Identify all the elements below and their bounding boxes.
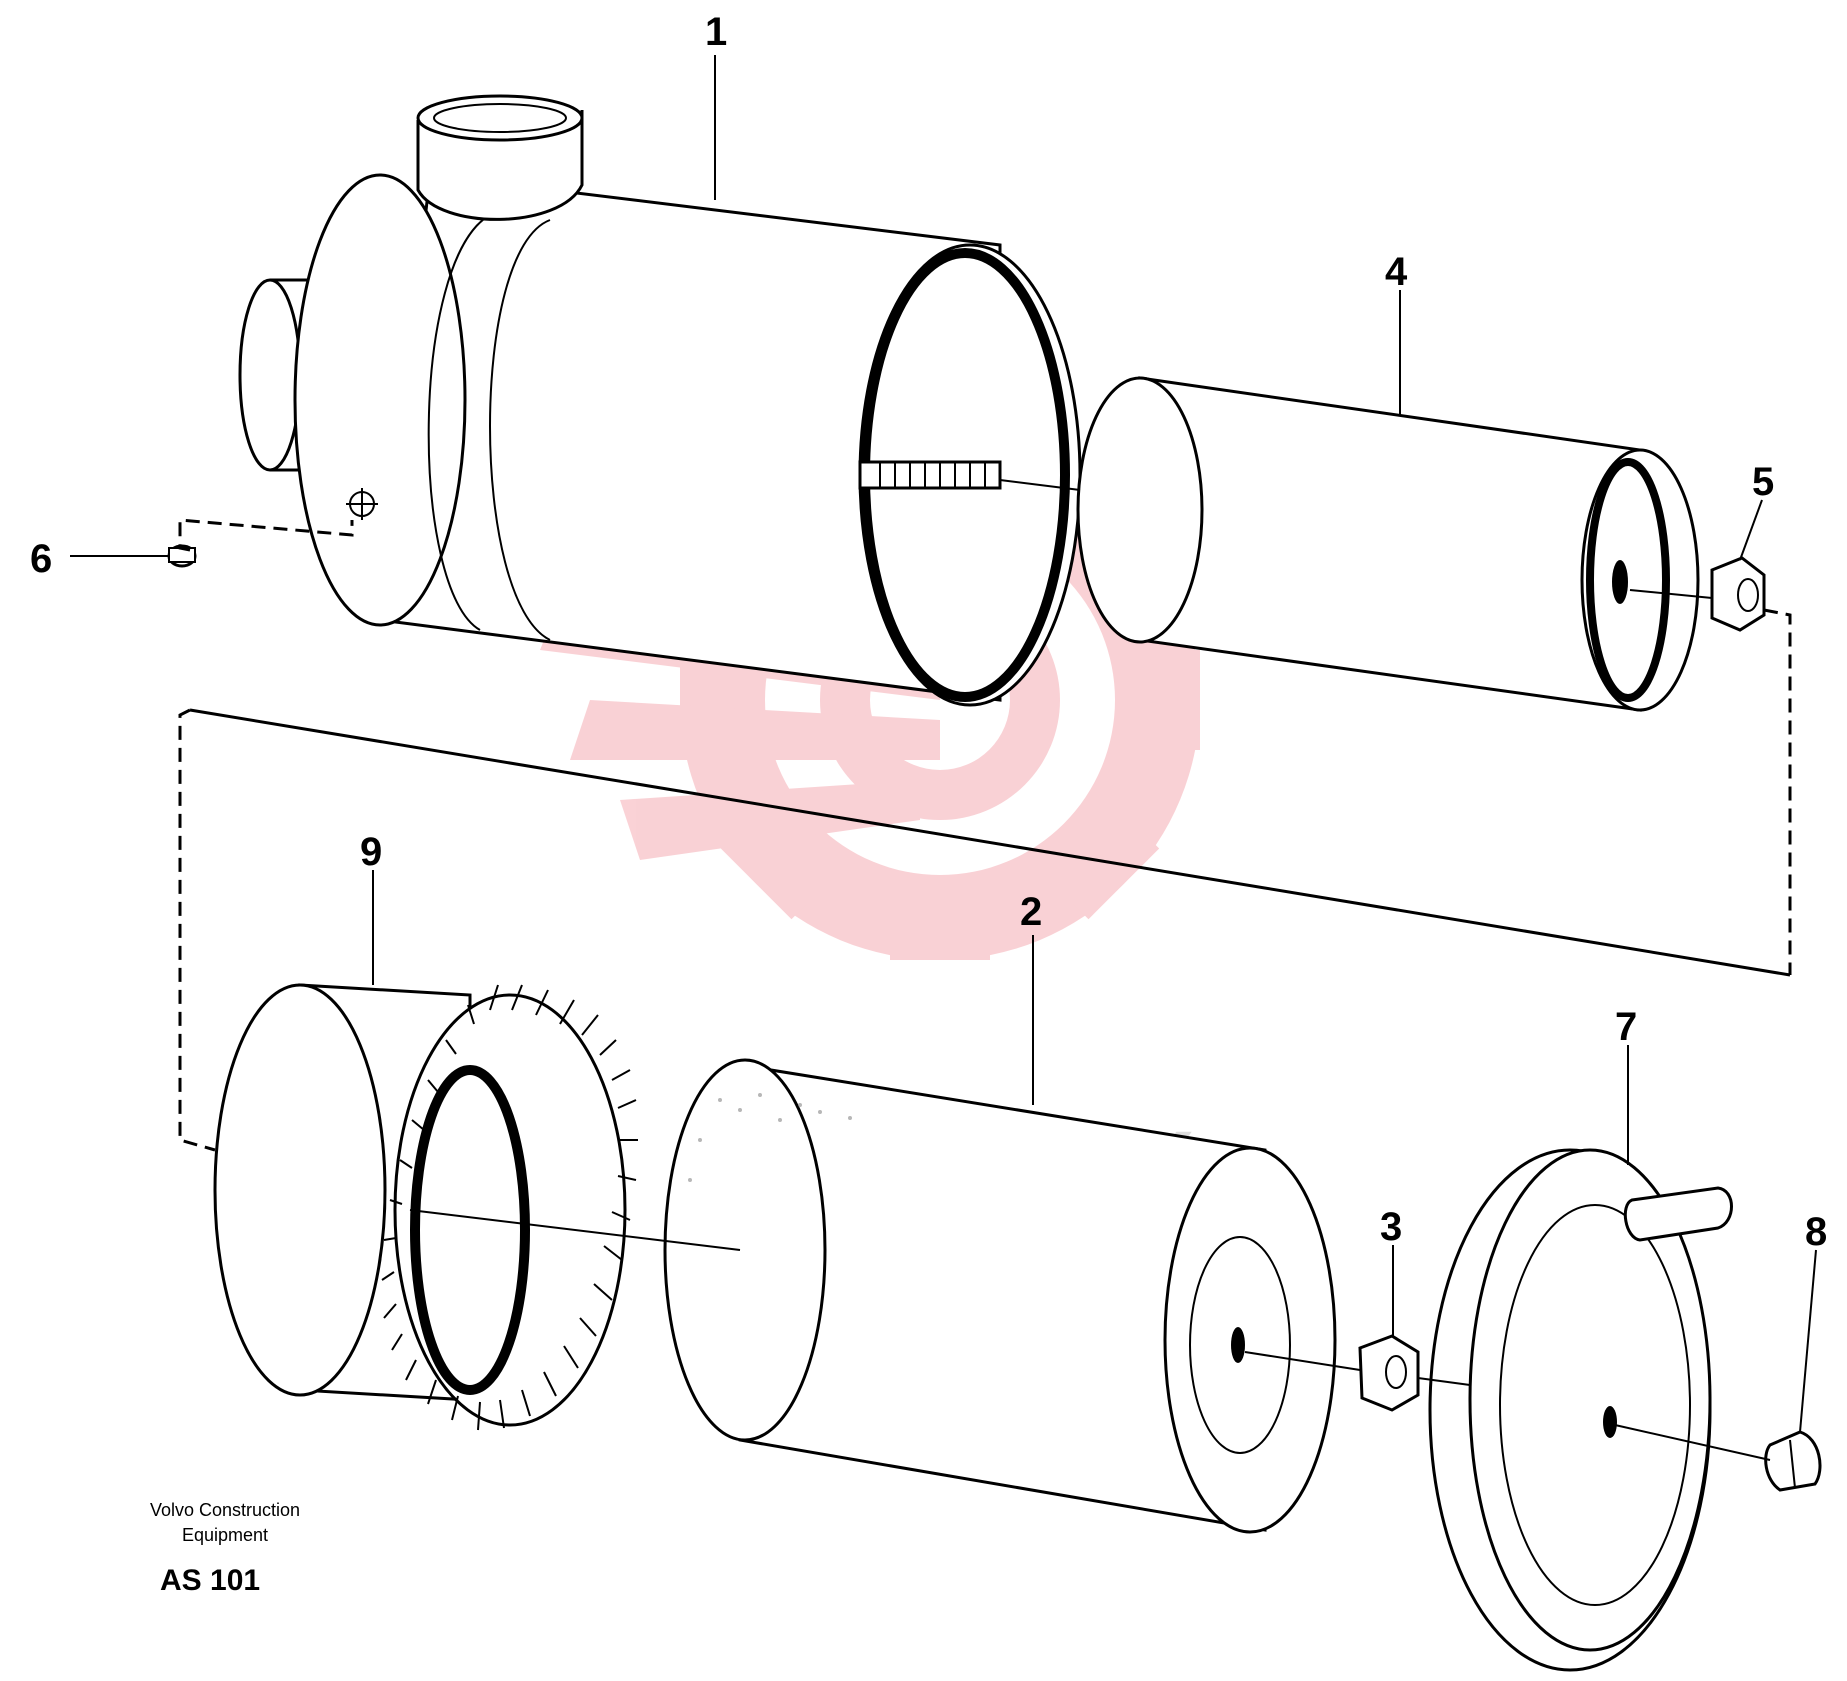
part-5-nut (1710, 556, 1766, 632)
part-8-wing-nut (1764, 1430, 1822, 1492)
callout-5: 5 (1752, 460, 1774, 504)
footer-code: AS 101 (160, 1564, 260, 1597)
part-4-safety-filter (1076, 376, 1700, 712)
callout-4: 4 (1385, 250, 1408, 294)
callout-7: 7 (1615, 1005, 1637, 1049)
leader-lines (70, 55, 1817, 1433)
assembly-lines (178, 479, 1792, 1461)
footer-company-line2: Equipment (182, 1525, 268, 1545)
callout-3: 3 (1380, 1205, 1402, 1249)
callout-6: 6 (30, 537, 52, 581)
part-7-cover (1428, 1148, 1733, 1672)
part-1-air-cleaner-housing (238, 94, 1082, 707)
footer-company-line1: Volvo Construction (150, 1500, 300, 1520)
part-3-nut (1358, 1334, 1420, 1412)
callout-1: 1 (705, 10, 727, 54)
callout-2: 2 (1020, 890, 1042, 934)
callout-9: 9 (360, 830, 382, 874)
part-2-main-filter (663, 1058, 1337, 1534)
callout-8: 8 (1805, 1210, 1827, 1254)
part-9-pre-cleaner (213, 983, 638, 1431)
